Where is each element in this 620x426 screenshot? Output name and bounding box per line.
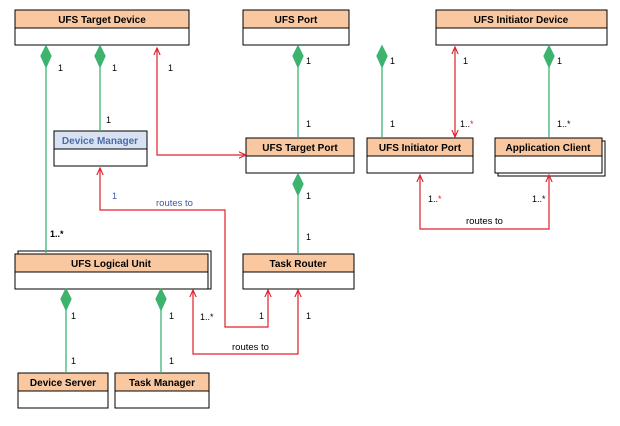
class-device-server[interactable]: Device Server <box>17 372 109 409</box>
mult-tr-route-left: 1 <box>259 311 264 321</box>
application-client-title: Application Client <box>506 143 592 154</box>
ufs-initiator-port-title: UFS Initiator Port <box>379 143 462 154</box>
association-dm-tr <box>100 168 268 328</box>
class-ufs-logical-unit[interactable]: UFS Logical Unit <box>14 250 212 290</box>
mult-port-ip-top: 1 <box>390 56 395 66</box>
mult-td-lu-bottom: 1..* <box>50 229 64 239</box>
class-ufs-port[interactable]: UFS Port <box>242 9 350 46</box>
ufs-target-port-title: UFS Target Port <box>262 143 338 154</box>
mult-tp-tr-top: 1 <box>306 191 311 201</box>
association-lu-tr <box>193 290 298 355</box>
mult-ip-route: 1..* <box>428 194 442 204</box>
mult-td-tp: 1 <box>168 63 173 73</box>
label-routes-to-lu-tr: routes to <box>232 342 269 353</box>
mult-dm-route: 1 <box>112 191 117 201</box>
mult-td-dm-bottom: 1 <box>106 115 111 125</box>
mult-td-lu-top: 1 <box>58 63 63 73</box>
mult-lu-route: 1..* <box>200 312 214 322</box>
ufs-target-device-title: UFS Target Device <box>58 15 146 26</box>
mult-id-ip-bottom: 1..* <box>460 119 474 129</box>
ufs-logical-unit-title: UFS Logical Unit <box>71 259 152 270</box>
mult-lu-ds-bottom: 1 <box>71 356 76 366</box>
task-router-title: Task Router <box>269 259 326 270</box>
mult-port-tp-bottom: 1 <box>306 119 311 129</box>
class-ufs-initiator-device[interactable]: UFS Initiator Device <box>435 9 608 46</box>
composition-diamond-port-ip <box>376 44 388 69</box>
composition-diamond-tp-tr <box>292 172 304 197</box>
composition-diamond-td-dm <box>94 44 106 69</box>
class-ufs-initiator-port[interactable]: UFS Initiator Port <box>366 137 474 174</box>
mult-tp-tr-bottom: 1 <box>306 232 311 242</box>
composition-diamond-port-tp <box>292 44 304 69</box>
composition-diamond-id-ac <box>543 44 555 69</box>
class-device-manager[interactable]: Device Manager <box>53 130 148 167</box>
composition-diamond-lu-tm <box>155 287 167 312</box>
mult-port-ip-bottom: 1 <box>390 119 395 129</box>
class-ufs-target-port[interactable]: UFS Target Port <box>245 137 355 174</box>
composition-diamond-lu-ds <box>60 287 72 312</box>
association-td-tp <box>157 48 246 155</box>
task-manager-title: Task Manager <box>129 378 195 389</box>
mult-id-ac-top: 1 <box>557 56 562 66</box>
mult-tr-route-right: 1 <box>306 311 311 321</box>
device-server-title: Device Server <box>30 378 96 389</box>
class-ufs-target-device[interactable]: UFS Target Device <box>14 9 190 46</box>
label-routes-to-dm: routes to <box>156 198 193 209</box>
mult-id-ip-top: 1 <box>463 56 468 66</box>
mult-ac-route: 1..* <box>532 194 546 204</box>
label-routes-to-ip-ac: routes to <box>466 216 503 227</box>
mult-lu-tm-top: 1 <box>169 311 174 321</box>
ufs-initiator-device-title: UFS Initiator Device <box>474 15 569 26</box>
class-application-client[interactable]: Application Client <box>494 137 606 177</box>
device-manager-title: Device Manager <box>62 136 138 147</box>
mult-lu-ds-top: 1 <box>71 311 76 321</box>
ufs-port-title: UFS Port <box>275 15 318 26</box>
class-task-router[interactable]: Task Router <box>242 253 355 290</box>
mult-td-dm-top: 1 <box>112 63 117 73</box>
composition-diamond-td-lu <box>40 44 52 69</box>
class-task-manager[interactable]: Task Manager <box>114 372 210 409</box>
mult-id-ac-bottom: 1..* <box>557 119 571 129</box>
mult-lu-tm-bottom: 1 <box>169 356 174 366</box>
mult-port-tp-top: 1 <box>306 56 311 66</box>
association-ip-ac <box>420 175 549 230</box>
